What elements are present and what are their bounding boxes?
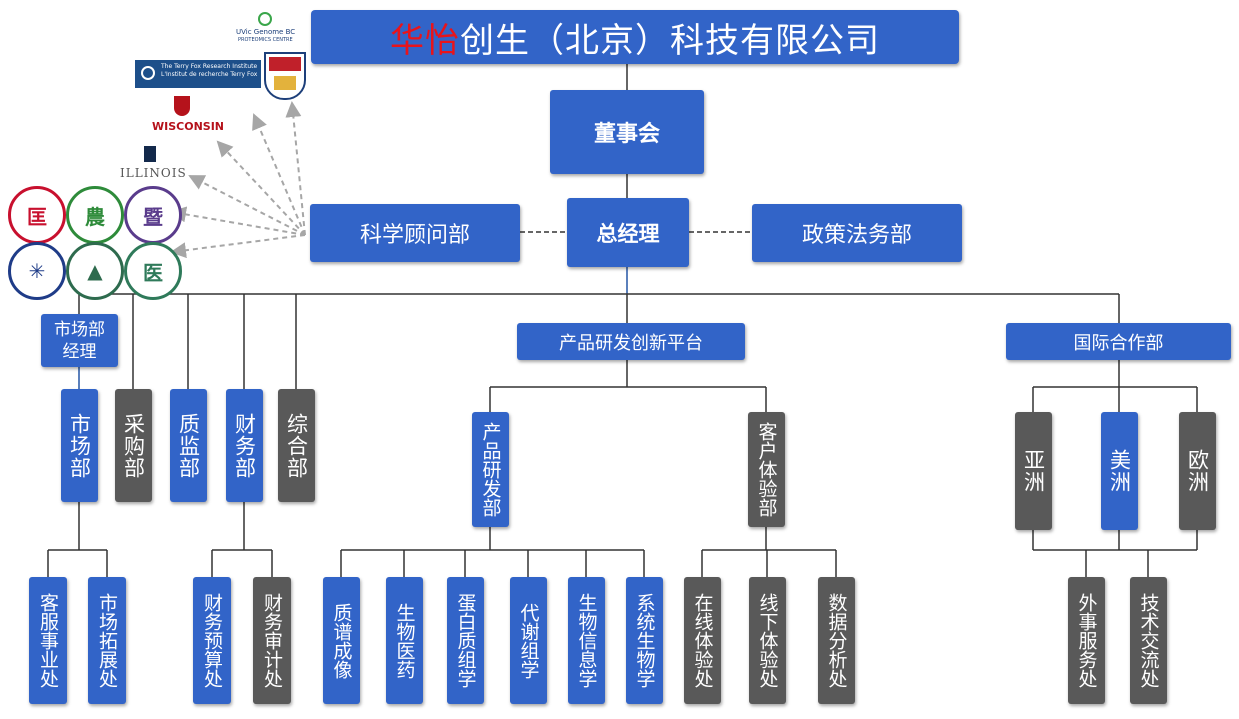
- foreign-affairs-box: 外事服务处: [1068, 577, 1105, 704]
- university-seal-teal-icon: 医: [124, 242, 182, 300]
- crest-logo: [264, 52, 306, 100]
- university-seal-green-icon: 農: [66, 186, 124, 244]
- science-advisory-box: 科学顾问部: [310, 204, 520, 262]
- market-dept-box: 市场部: [61, 389, 98, 502]
- finance-audit-box: 财务审计处: [253, 577, 291, 704]
- finance-budget-box: 财务预算处: [193, 577, 231, 704]
- region-asia-box: 亚洲: [1015, 412, 1052, 530]
- purchase-dept-box: 采购部: [115, 389, 152, 502]
- terry-fox-logo: The Terry Fox Research Institute L'Insti…: [135, 60, 261, 88]
- company-title: 华怡创生（北京）科技有限公司: [311, 10, 959, 64]
- rnd-dept-box: 产品研发部: [472, 412, 509, 527]
- illinois-text: ILLINOIS: [120, 166, 187, 180]
- tech-exchange-box: 技术交流处: [1130, 577, 1167, 704]
- university-seal-red-icon: 匡: [8, 186, 66, 244]
- finance-dept-box: 财务部: [226, 389, 263, 502]
- wisconsin-shield-icon: [174, 96, 190, 116]
- uvic-genome-logo: UVic Genome BC PROTEOMICS CENTRE: [236, 12, 308, 44]
- crest-top-icon: [269, 57, 301, 71]
- general-dept-box: 综合部: [278, 389, 315, 502]
- market-manager-box: 市场部经理: [41, 314, 118, 367]
- customer-experience-box: 客户体验部: [748, 412, 785, 527]
- university-seal-purple-icon: 暨: [124, 186, 182, 244]
- rnd-sub-biomed-box: 生物医药: [386, 577, 423, 704]
- company-name-rest: 创生（北京）科技有限公司: [460, 20, 880, 61]
- terry-fox-text-fr: L'Institut de recherche Terry Fox: [161, 71, 258, 78]
- terry-fox-text: The Terry Fox Research Institute: [161, 63, 258, 70]
- uvic-logo-icon: [258, 12, 272, 26]
- rnd-platform-box: 产品研发创新平台: [517, 323, 745, 360]
- uvic-logo-subtext: PROTEOMICS CENTRE: [238, 37, 293, 43]
- rnd-sub-bioinfo-box: 生物信息学: [568, 577, 605, 704]
- terry-fox-icon: [141, 66, 155, 80]
- region-europe-box: 欧洲: [1179, 412, 1216, 530]
- university-seal-mountain-icon: ▲: [66, 242, 124, 300]
- intl-cooperation-box: 国际合作部: [1006, 323, 1231, 360]
- policy-legal-box: 政策法务部: [752, 204, 962, 262]
- exp-sub-offline-box: 线下体验处: [749, 577, 786, 704]
- region-americas-box: 美洲: [1101, 412, 1138, 530]
- university-seal-blue-icon: ✳: [8, 242, 66, 300]
- exp-sub-online-box: 在线体验处: [684, 577, 721, 704]
- quality-dept-box: 质监部: [170, 389, 207, 502]
- wisconsin-logo: WISCONSIN: [148, 96, 224, 140]
- wisconsin-text: WISCONSIN: [152, 120, 224, 133]
- illinois-logo: ILLINOIS: [116, 146, 186, 186]
- rnd-sub-proteomics-box: 质谱成像: [323, 577, 360, 704]
- market-expansion-box: 市场拓展处: [88, 577, 126, 704]
- illinois-i-icon: [144, 146, 156, 162]
- rnd-sub-systems-box: 系统生物学: [626, 577, 663, 704]
- rnd-sub-metabolism-box: 代谢组学: [510, 577, 547, 704]
- exp-sub-data-box: 数据分析处: [818, 577, 855, 704]
- rnd-sub-protein-box: 蛋白质组学: [447, 577, 484, 704]
- uvic-logo-text: UVic Genome BC: [236, 28, 296, 36]
- board-box: 董事会: [550, 90, 704, 174]
- customer-service-box: 客服事业处: [29, 577, 67, 704]
- company-name-red: 华怡: [390, 20, 460, 61]
- general-manager-box: 总经理: [567, 198, 689, 267]
- crest-bottom-icon: [274, 76, 296, 90]
